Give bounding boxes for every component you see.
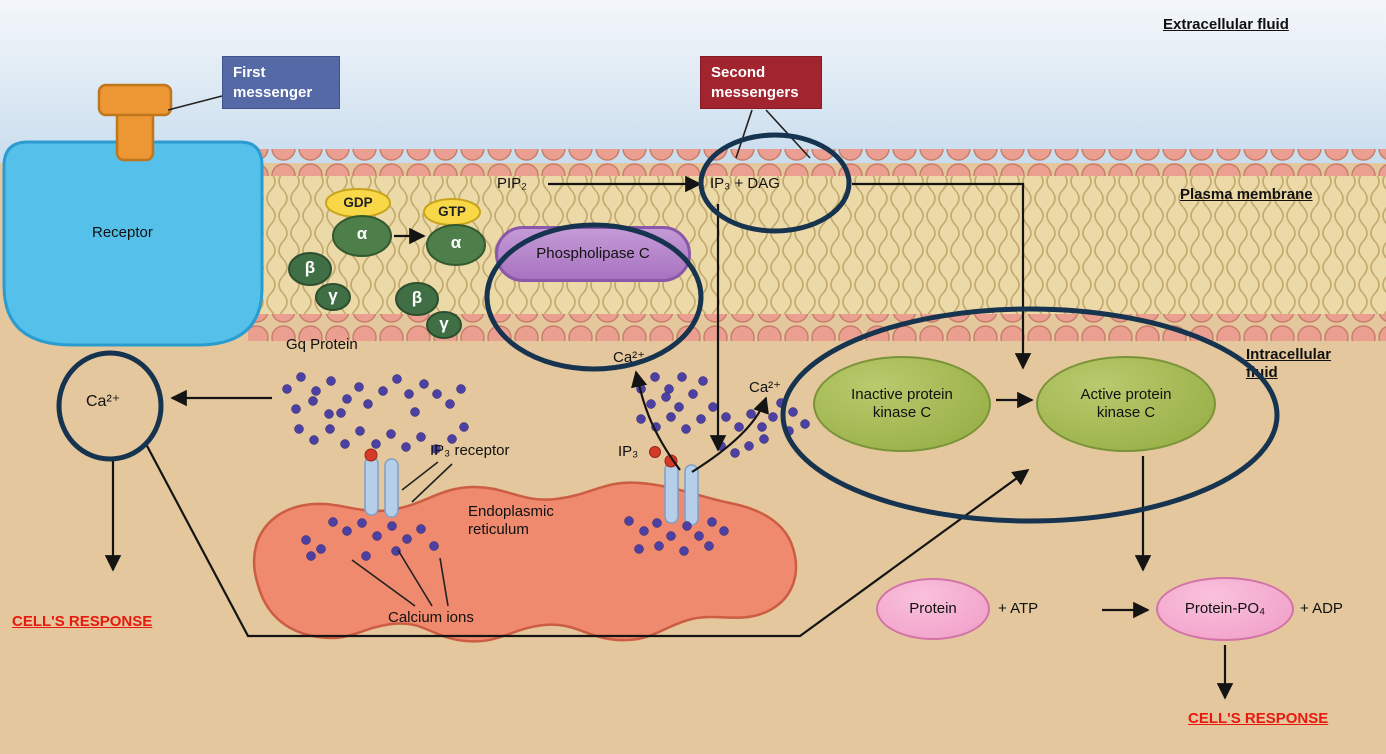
ip3-label: IP₃ [618, 443, 639, 460]
plasma-membrane-label: Plasma membrane [1180, 186, 1313, 203]
inactive-pkc-oval: Inactive protein kinase C [813, 356, 991, 452]
ip3-receptor-label: IP₃ receptor [430, 442, 510, 459]
gq-protein-label: Gq Protein [286, 336, 358, 353]
cells-response-label-left: CELL'S RESPONSE [12, 613, 153, 630]
active-pkc-label: Active protein kinase C [1080, 385, 1172, 421]
calcium-label-mid: Ca²⁺ [613, 349, 646, 366]
gdp-label: GDP [343, 195, 373, 210]
extracellular-fluid-label: Extracellular fluid [1163, 16, 1289, 33]
g-protein-complex [288, 188, 486, 339]
calcium-label-right: Ca²⁺ [749, 379, 782, 396]
alpha-subunit-label: α [356, 224, 368, 243]
gamma-subunit-label: γ [439, 314, 449, 333]
protein-po4-oval: Protein-PO₄ [1156, 577, 1294, 641]
protein-oval: Protein [876, 578, 990, 640]
plus-atp-label: + ATP [998, 600, 1039, 617]
ip3-channel-left [364, 448, 399, 518]
inactive-pkc-label: Inactive protein kinase C [851, 385, 953, 421]
gtp-label: GTP [438, 204, 466, 219]
ip3-dag-label: IP₃ + DAG [710, 175, 780, 192]
second-messengers-box: Second messengers [700, 56, 822, 109]
beta-subunit-label: β [411, 288, 423, 307]
protein-label: Protein [909, 599, 957, 617]
plus-adp-label: + ADP [1300, 600, 1343, 617]
calcium-ions-label: Calcium ions [388, 609, 474, 626]
first-messenger-ligand-icon [97, 83, 173, 162]
protein-po4-label: Protein-PO₄ [1184, 599, 1266, 617]
gamma-subunit-label: γ [328, 286, 338, 305]
active-pkc-oval: Active protein kinase C [1036, 356, 1216, 452]
receptor-label: Receptor [92, 224, 153, 241]
first-messenger-box: First messenger [222, 56, 340, 109]
beta-subunit-label: β [304, 258, 316, 277]
phospholipase-c-label: Phospholipase C [536, 244, 650, 262]
pip2-label: PIP₂ [497, 175, 527, 192]
intracellular-fluid-label: Intracellular fluid [1246, 346, 1332, 382]
phospholipase-c-box: Phospholipase C [495, 226, 691, 282]
calcium-label-left: Ca²⁺ [86, 393, 121, 410]
er-label: Endoplasmic reticulum [468, 503, 554, 539]
pointer-lines [167, 95, 811, 607]
receptor-shape [2, 140, 264, 347]
alpha-subunit-label: α [450, 233, 462, 252]
cells-response-label-right: CELL'S RESPONSE [1188, 710, 1329, 727]
